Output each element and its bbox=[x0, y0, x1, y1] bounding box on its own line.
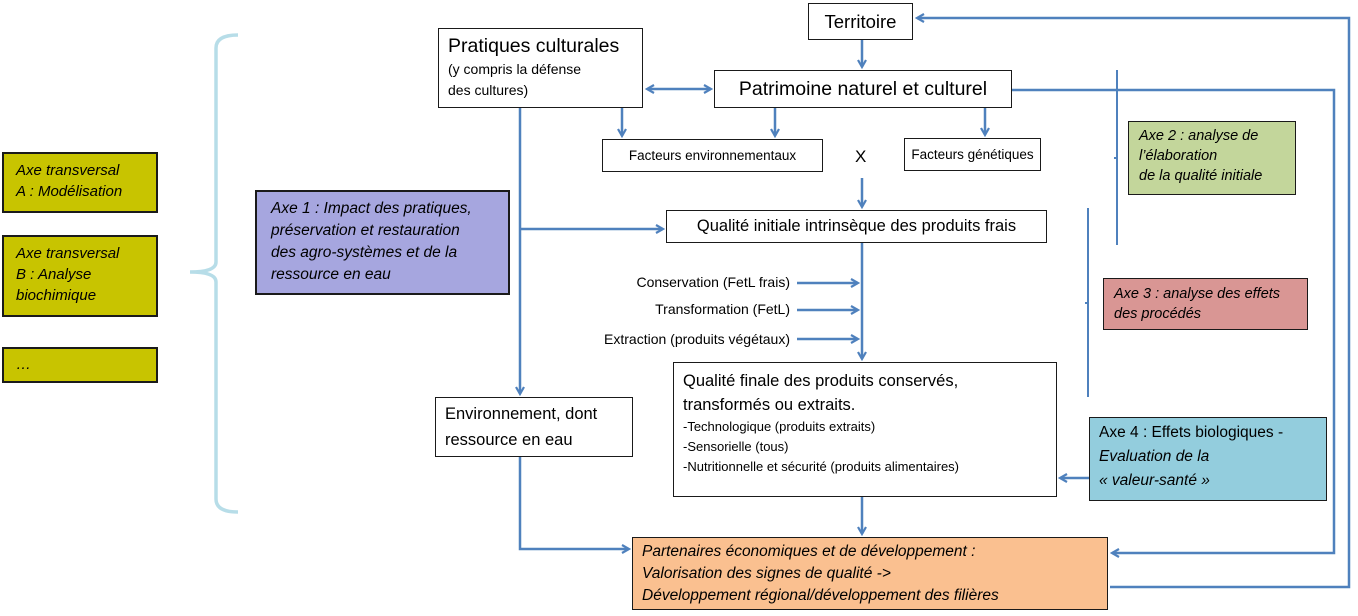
axe-transversal-b-box: Axe transversal B : Analyse biochimique bbox=[2, 235, 158, 317]
qualite-initiale-label: Qualité initiale intrinsèque des produit… bbox=[696, 217, 1017, 235]
territoire-label: Territoire bbox=[824, 10, 897, 32]
process-label-conservation: Conservation (FetL frais) bbox=[636, 274, 790, 290]
axe2-box: Axe 2 : analyse de l’élaboration de la q… bbox=[1128, 121, 1296, 195]
axe-transversal-a-line: A : Modélisation bbox=[16, 183, 123, 200]
axe2-line: Axe 2 : analyse de bbox=[1139, 128, 1259, 144]
axe4-subtitle-line: Evaluation de la bbox=[1099, 448, 1210, 465]
environnement-line: Environnement, dont bbox=[445, 405, 598, 423]
qualite-initiale-box: Qualité initiale intrinsèque des produit… bbox=[666, 210, 1047, 243]
axe-transversal-b-line: biochimique bbox=[16, 287, 97, 304]
partenaires-line: Développement régional/développement des… bbox=[642, 587, 999, 604]
qualite-finale-item: -Sensorielle (tous) bbox=[683, 439, 789, 454]
environnement-to-partenaires-arrow bbox=[518, 457, 629, 549]
partenaires-box: Partenaires économiques et de développem… bbox=[632, 537, 1108, 610]
axe3-line: des procédés bbox=[1114, 306, 1202, 322]
territoire-box: Territoire bbox=[808, 3, 913, 40]
environnement-box: Environnement, dont ressource en eau bbox=[435, 397, 633, 457]
axe-transversal-a-box: Axe transversal A : Modélisation bbox=[2, 152, 158, 213]
axe4-subtitle-line: « valeur-santé » bbox=[1099, 472, 1210, 489]
axe2-line: l’élaboration bbox=[1139, 148, 1218, 164]
process-label-extraction: Extraction (produits végétaux) bbox=[604, 331, 790, 347]
qualite-finale-box: Qualité finale des produits conservés, t… bbox=[673, 362, 1057, 497]
axe-transversal-b-line: Axe transversal bbox=[16, 245, 120, 262]
patrimoine-label: Patrimoine naturel et culturel bbox=[738, 77, 988, 100]
axe2-bracket bbox=[1114, 70, 1118, 245]
pratiques-subtitle-line: (y compris la défense bbox=[448, 61, 582, 77]
transversal-curly-bracket bbox=[189, 33, 239, 514]
qualite-finale-title-line: Qualité finale des produits conservés, bbox=[683, 372, 959, 390]
partenaires-line: Partenaires économiques et de développem… bbox=[642, 543, 976, 560]
facteurs-environnementaux-box: Facteurs environnementaux bbox=[602, 139, 823, 172]
axe-transversal-more-label: … bbox=[16, 356, 31, 373]
patrimoine-box: Patrimoine naturel et culturel bbox=[714, 70, 1012, 108]
partenaires-line: Valorisation des signes de qualité -> bbox=[642, 565, 891, 582]
axe4-box: Axe 4 : Effets biologiques - Evaluation … bbox=[1089, 417, 1327, 501]
axe-transversal-more-box: … bbox=[2, 347, 158, 383]
axe-transversal-b-line: B : Analyse bbox=[16, 266, 92, 283]
axe3-box: Axe 3 : analyse des effets des procédés bbox=[1103, 278, 1308, 330]
axe1-line: Axe 1 : Impact des pratiques, bbox=[271, 200, 472, 217]
environnement-line: ressource en eau bbox=[445, 431, 573, 449]
facteurs-environnementaux-label: Facteurs environnementaux bbox=[628, 148, 797, 163]
qualite-finale-item: -Nutritionnelle et sécurité (produits al… bbox=[683, 459, 960, 474]
axe-transversal-a-line: Axe transversal bbox=[16, 162, 120, 179]
axe1-line: des agro-systèmes et de la bbox=[271, 244, 458, 261]
pratiques-title: Pratiques culturales bbox=[448, 35, 620, 57]
multiply-sign: X bbox=[855, 147, 867, 166]
axe4-title: Axe 4 : Effets biologiques - bbox=[1099, 424, 1284, 441]
process-label-transformation: Transformation (FetL) bbox=[655, 301, 790, 317]
qualite-finale-item: -Technologique (produits extraits) bbox=[683, 419, 876, 434]
axe3-bracket bbox=[1085, 208, 1089, 397]
pratiques-culturales-box: Pratiques culturales (y compris la défen… bbox=[438, 28, 643, 108]
pratiques-subtitle-line: des cultures) bbox=[448, 82, 529, 98]
axe1-box: Axe 1 : Impact des pratiques, préservati… bbox=[255, 190, 510, 295]
facteurs-genetiques-box: Facteurs génétiques bbox=[904, 138, 1041, 171]
facteurs-genetiques-label: Facteurs génétiques bbox=[911, 147, 1034, 162]
axe1-line: préservation et restauration bbox=[271, 222, 460, 239]
axe2-line: de la qualité initiale bbox=[1139, 168, 1263, 184]
axe3-line: Axe 3 : analyse des effets bbox=[1114, 286, 1281, 302]
axe1-line: ressource en eau bbox=[271, 266, 391, 283]
qualite-finale-title-line: transformés ou extraits. bbox=[683, 396, 856, 414]
